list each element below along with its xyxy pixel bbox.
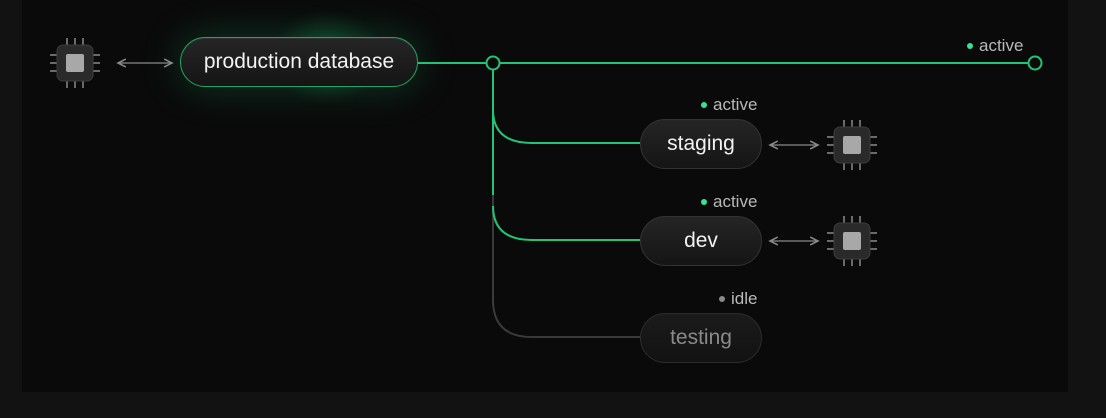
production-database-node[interactable]: production database bbox=[180, 37, 418, 87]
chip-icon bbox=[827, 216, 877, 266]
staging-status: active bbox=[701, 95, 757, 115]
status-dot bbox=[701, 199, 707, 205]
branch-wires bbox=[22, 55, 1043, 338]
junction-node bbox=[485, 55, 501, 71]
chip-icon bbox=[827, 120, 877, 170]
endpoint-status: active bbox=[967, 36, 1023, 56]
node-label: production database bbox=[203, 50, 395, 73]
dev-status: active bbox=[701, 192, 757, 212]
diagram-canvas: production database active active stagin… bbox=[22, 0, 1068, 392]
status-dot bbox=[967, 43, 973, 49]
branch-testing bbox=[492, 299, 640, 338]
testing-node[interactable]: testing bbox=[640, 313, 762, 363]
chip-icon bbox=[50, 38, 100, 88]
staging-node[interactable]: staging bbox=[640, 119, 762, 169]
branch-staging bbox=[492, 109, 640, 144]
status-dot bbox=[719, 296, 725, 302]
status-dot bbox=[701, 102, 707, 108]
testing-status: idle bbox=[719, 289, 757, 309]
main-endpoint-node bbox=[1027, 55, 1043, 71]
node-label: staging bbox=[667, 132, 735, 155]
node-label: testing bbox=[670, 326, 732, 349]
node-label: dev bbox=[684, 229, 718, 252]
dev-node[interactable]: dev bbox=[640, 216, 762, 266]
branch-dev bbox=[492, 205, 640, 241]
